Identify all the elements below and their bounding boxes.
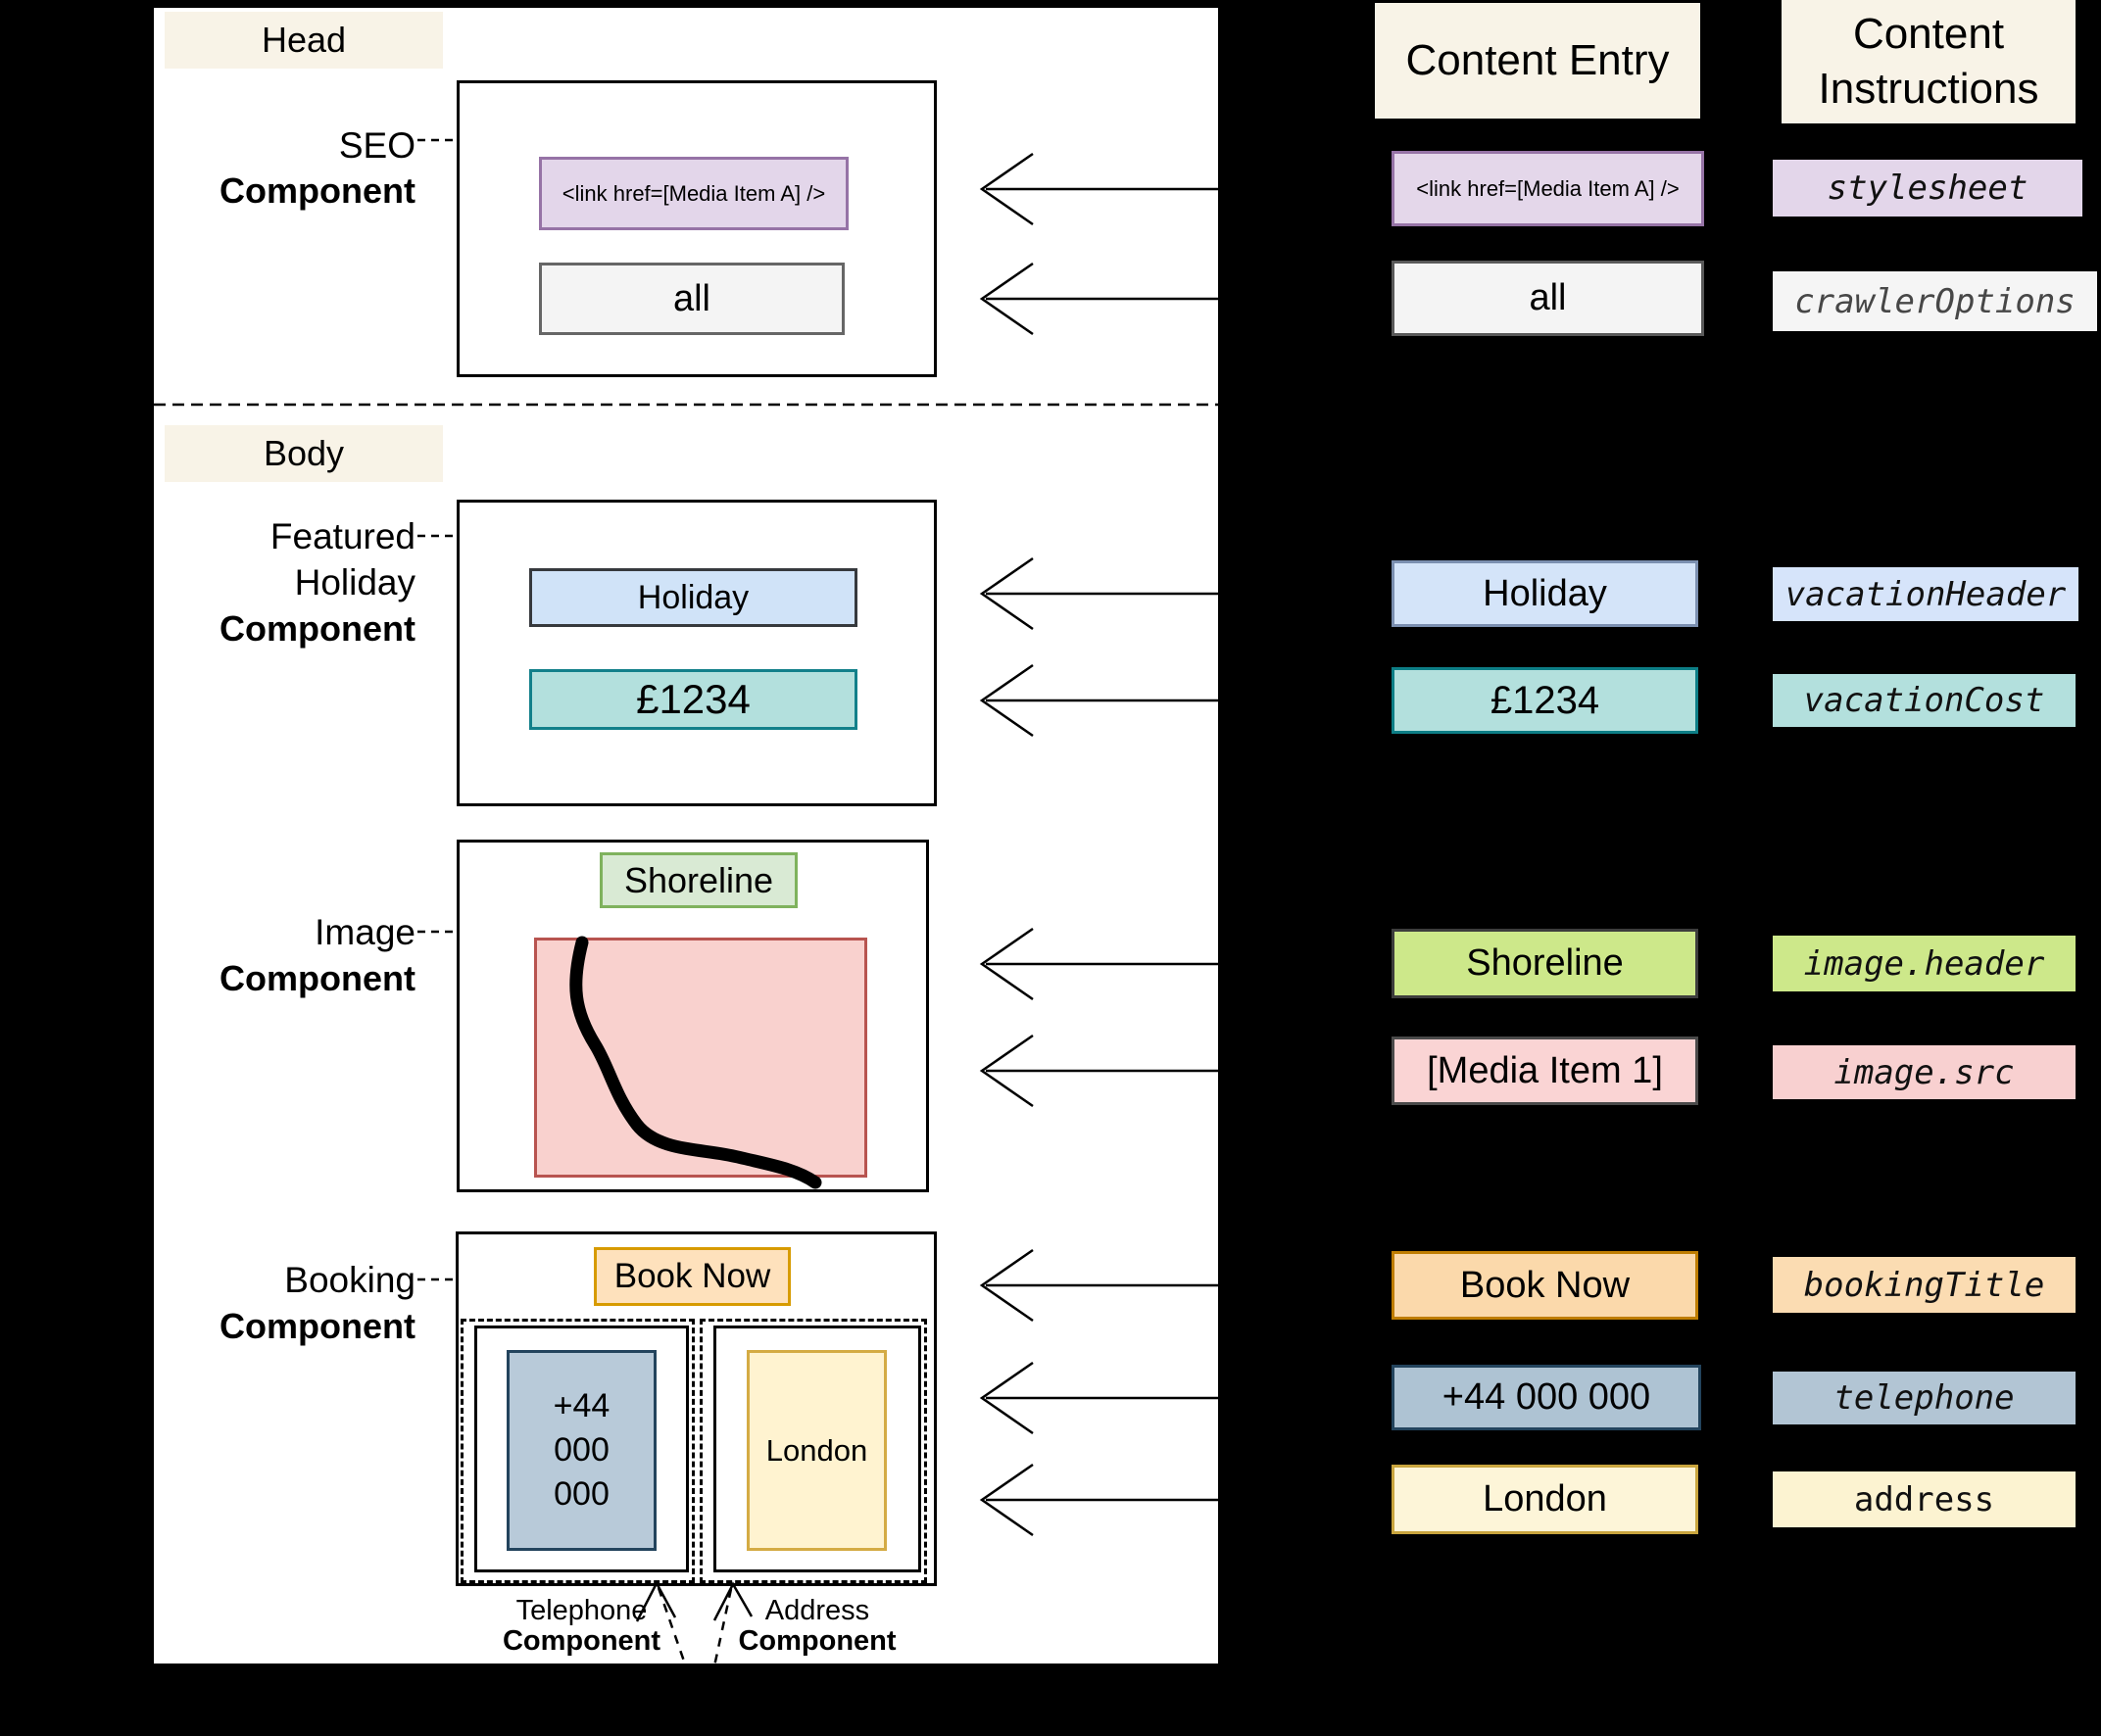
head-section-badge: Head [165, 12, 443, 69]
entry-box-cost: £1234 [1392, 667, 1698, 734]
instruction-box-telephone: telephone [1773, 1372, 2076, 1424]
booking-label-line1: Booking [284, 1260, 415, 1300]
featured-label-line2: Holiday [294, 562, 415, 603]
featured-holiday-component-label: Featured Holiday Component [193, 513, 415, 651]
image-label-line1: Image [315, 912, 415, 952]
address-value-box: London [747, 1350, 887, 1551]
vacation-cost-box: £1234 [529, 669, 857, 730]
featured-label-line3: Component [220, 608, 415, 649]
image-component-label: Image Component [193, 909, 415, 1001]
telephone-component-label: Telephone Component [474, 1596, 689, 1657]
instruction-box-address: address [1773, 1471, 2076, 1527]
content-instructions-header: Content Instructions [1782, 0, 2076, 123]
instruction-box-imageheader: image.header [1773, 936, 2076, 991]
crawler-all-box: all [539, 263, 845, 335]
instruction-box-bookingtitle: bookingTitle [1773, 1257, 2076, 1313]
entry-box-all: all [1392, 261, 1704, 336]
image-header-box: Shoreline [600, 852, 798, 908]
telephone-value-text: +44 000 000 [553, 1387, 611, 1513]
instruction-box-stylesheet: stylesheet [1773, 160, 2082, 217]
featured-label-line1: Featured [269, 516, 415, 556]
image-media-placeholder [534, 938, 867, 1178]
link-stylesheet-box: <link href=[Media Item A] /> [539, 157, 849, 230]
instruction-box-vacationheader: vacationHeader [1773, 567, 2078, 621]
telephone-component-dashed-box [461, 1319, 695, 1583]
entry-box-booknow: Book Now [1392, 1251, 1698, 1320]
website-structure-panel: Head SEO Component <link href=[Media Ite… [154, 8, 1218, 1664]
telephone-value-box: +44 000 000 [507, 1350, 657, 1551]
instruction-box-imagesrc: image.src [1773, 1045, 2076, 1099]
entry-box-holiday: Holiday [1392, 560, 1698, 627]
entry-box-media-item: [Media Item 1] [1392, 1037, 1698, 1105]
image-label-line2: Component [220, 958, 415, 998]
address-component-label: Address Component [713, 1596, 921, 1657]
address-label-line2: Component [738, 1625, 897, 1657]
entry-box-london: London [1392, 1465, 1698, 1534]
seo-component-label: SEO Component [193, 123, 415, 214]
vacation-header-box: Holiday [529, 568, 857, 627]
telephone-label-line1: Telephone [515, 1595, 648, 1626]
instruction-box-vacationcost: vacationCost [1773, 674, 2076, 727]
featured-holiday-component-box [457, 500, 937, 806]
address-component-dashed-box [700, 1319, 927, 1583]
booking-title-box: Book Now [594, 1247, 791, 1306]
entry-box-telephone: +44 000 000 [1392, 1365, 1701, 1430]
booking-component-label: Booking Component [193, 1257, 415, 1349]
telephone-label-line2: Component [502, 1625, 661, 1657]
entry-box-link: <link href=[Media Item A] /> [1392, 151, 1704, 226]
booking-label-line2: Component [220, 1306, 415, 1346]
instruction-box-crawleroptions: crawlerOptions [1773, 271, 2097, 331]
seo-label-line1: SEO [338, 125, 415, 166]
seo-label-line2: Component [220, 170, 415, 211]
content-instructions-header-line1: Content [1852, 10, 2005, 58]
content-instructions-header-line2: Instructions [1818, 65, 2039, 113]
address-label-line1: Address [764, 1595, 870, 1626]
content-entry-header: Content Entry [1375, 3, 1700, 119]
entry-box-shoreline: Shoreline [1392, 929, 1698, 998]
body-section-badge: Body [165, 425, 443, 482]
